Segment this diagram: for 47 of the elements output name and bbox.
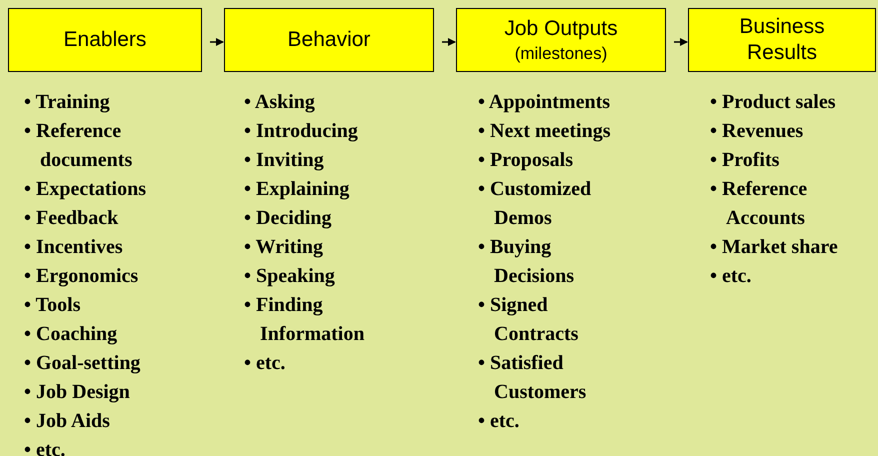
list-item: • Inviting xyxy=(244,148,325,173)
list-item: • Job Design xyxy=(24,380,131,405)
list-item: • etc. xyxy=(24,438,66,456)
stage-box xyxy=(8,8,202,72)
arrow xyxy=(210,38,224,46)
list-item: • Speaking xyxy=(244,264,336,289)
list-item: • Asking xyxy=(244,90,316,115)
list-item: • etc. xyxy=(478,409,520,434)
list-item: • Tools xyxy=(24,293,82,318)
stage-title: Job Outputs xyxy=(504,16,618,42)
list-item: • Proposals xyxy=(478,148,574,173)
list-item: • Feedback xyxy=(24,206,120,231)
list-item: • Buying Decisions xyxy=(478,235,575,289)
list-item: • Explaining xyxy=(244,177,350,202)
list-item: • Product sales xyxy=(710,90,837,115)
list-item: • Expectations xyxy=(24,177,148,202)
list-item: • Revenues xyxy=(710,119,804,144)
stage-subtitle: (milestones) xyxy=(514,42,608,64)
list-item: • Reference documents xyxy=(24,119,134,173)
list-item: • Deciding xyxy=(244,206,333,231)
arrow xyxy=(674,38,688,46)
list-item: • Introducing xyxy=(244,119,359,144)
list-item: • Writing xyxy=(244,235,324,260)
list-item: • etc. xyxy=(710,264,752,289)
list-item: • Incentives xyxy=(24,235,124,260)
list-item: • Finding Information xyxy=(244,293,366,347)
list-item: • Training xyxy=(24,90,111,115)
stage-title: Business Results xyxy=(738,14,826,66)
list-item: • Ergonomics xyxy=(24,264,140,289)
stage-title: Behavior xyxy=(288,26,370,53)
list-item: • Satisfied Customers xyxy=(478,351,588,405)
arrow xyxy=(442,38,456,46)
list-item: • Signed Contracts xyxy=(478,293,580,347)
list-item: • Appointments xyxy=(478,90,612,115)
list-item: • Job Aids xyxy=(24,409,111,434)
stage-box xyxy=(456,8,666,72)
list-item: • Market share xyxy=(710,235,839,260)
list-item: • Profits xyxy=(710,148,780,173)
stage-title: Enablers xyxy=(64,26,146,53)
list-item: • etc. xyxy=(244,351,286,376)
stage-box xyxy=(688,8,876,72)
list-item: • Goal-setting xyxy=(24,351,142,376)
stage-box xyxy=(224,8,434,72)
list-item: • Next meetings xyxy=(478,119,612,144)
list-item: • Coaching xyxy=(24,322,118,347)
list-item: • Customized Demos xyxy=(478,177,592,231)
list-item: • Reference Accounts xyxy=(710,177,808,231)
